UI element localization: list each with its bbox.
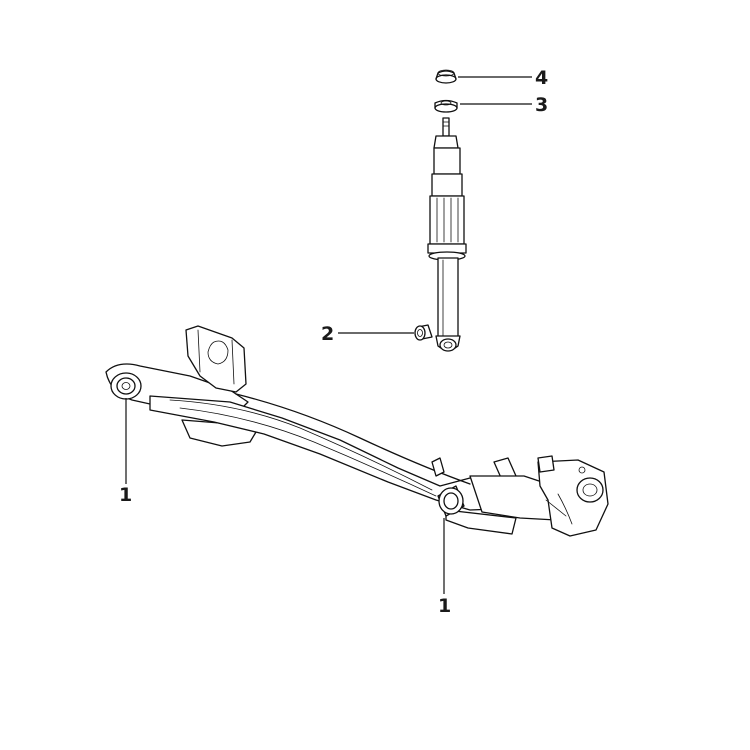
shock-top-bushing <box>434 99 458 113</box>
leader-lines <box>125 76 532 594</box>
callout-1-right: 1 <box>438 595 451 617</box>
rear-axle-beam <box>105 325 609 537</box>
axle-pivot-bushing-right <box>437 485 465 517</box>
callout-2: 2 <box>321 323 334 345</box>
shock-top-cap <box>435 69 457 84</box>
callout-1-left: 1 <box>119 484 132 506</box>
shock-absorber <box>427 69 467 352</box>
shock-lower-bushing <box>414 324 433 341</box>
axle-pivot-bushing-left <box>110 372 142 400</box>
callout-4: 4 <box>535 67 548 89</box>
callout-3: 3 <box>535 94 548 116</box>
